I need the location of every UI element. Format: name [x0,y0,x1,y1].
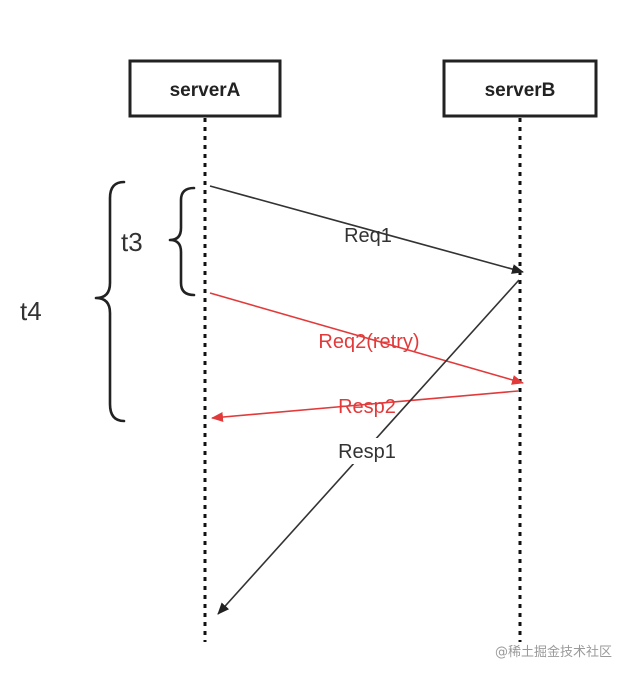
req1-label: Req1 [344,225,392,247]
server-b-label: serverB [485,80,556,101]
req1-arrow [209,185,524,274]
t3-brace [168,186,196,297]
server-a-box: serverA [128,59,282,118]
server-a-label: serverA [170,80,241,101]
t3-label: t3 [121,227,143,257]
server-b-box: serverB [442,59,598,118]
req2-arrow [209,292,524,385]
resp2-arrow [211,390,519,423]
t4-brace [94,180,126,423]
resp1-label: Resp1 [338,441,396,463]
watermark: @稀土掘金技术社区 [494,645,612,660]
resp1-label-bg [328,438,406,464]
t4-label: t4 [20,296,42,326]
resp2-label: Resp2 [338,396,396,418]
req2-label: Req2(retry) [318,331,419,353]
